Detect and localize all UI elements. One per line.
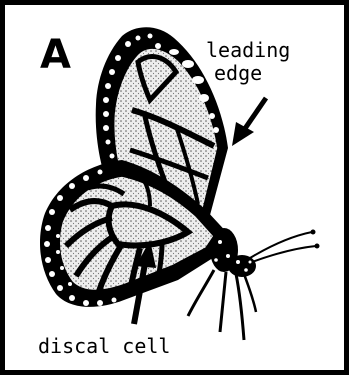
discal-cell-label: discal cell: [38, 334, 170, 358]
panel-letter: A: [40, 32, 71, 78]
leading-edge-label-line1: leading: [206, 38, 290, 62]
leading-edge-label-line2: edge: [214, 61, 262, 85]
